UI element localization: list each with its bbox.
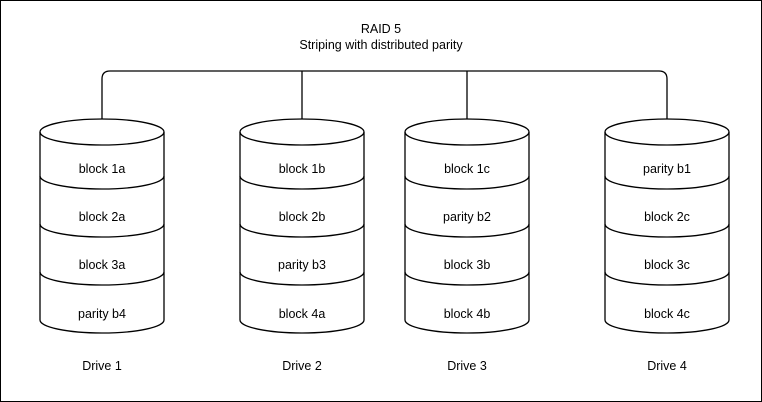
drive-4-segment-3: block 3c	[644, 258, 690, 272]
drive-3-segment-4: block 4b	[443, 307, 491, 321]
drive-4-label: Drive 4	[647, 359, 687, 373]
drive-2-cylinder-icon	[239, 118, 365, 334]
diagram-title: RAID 5	[360, 22, 402, 36]
drive-1-cylinder-icon	[39, 118, 165, 334]
drive-3-label: Drive 3	[447, 359, 487, 373]
drive-2-segment-4: block 4a	[278, 307, 326, 321]
diagram-title-block: RAID 5 Striping with distributed parity	[1, 21, 761, 53]
drive-3-segment-1: block 1c	[444, 162, 490, 176]
drive-4-segment-4: block 4c	[644, 307, 690, 321]
drive-1-segment-3: block 3a	[78, 258, 126, 272]
drive-1-label: Drive 1	[82, 359, 122, 373]
drive-3-segment-2: parity b2	[443, 210, 491, 224]
drive-4-segment-1: parity b1	[643, 162, 691, 176]
drive-3-cylinder-icon	[404, 118, 530, 334]
drive-1-segment-2: block 2a	[78, 210, 126, 224]
drive-2-label: Drive 2	[282, 359, 322, 373]
diagram-subtitle: Striping with distributed parity	[299, 38, 463, 52]
drive-2-segment-2: block 2b	[278, 210, 326, 224]
drive-2-segment-1: block 1b	[278, 162, 326, 176]
bus-connector	[101, 70, 668, 119]
drive-3-segment-3: block 3b	[443, 258, 491, 272]
drive-4-segment-2: block 2c	[644, 210, 690, 224]
drive-1-segment-4: parity b4	[78, 307, 126, 321]
drive-1-segment-1: block 1a	[78, 162, 126, 176]
drive-4-cylinder-icon	[604, 118, 730, 334]
drive-2-segment-3: parity b3	[278, 258, 326, 272]
